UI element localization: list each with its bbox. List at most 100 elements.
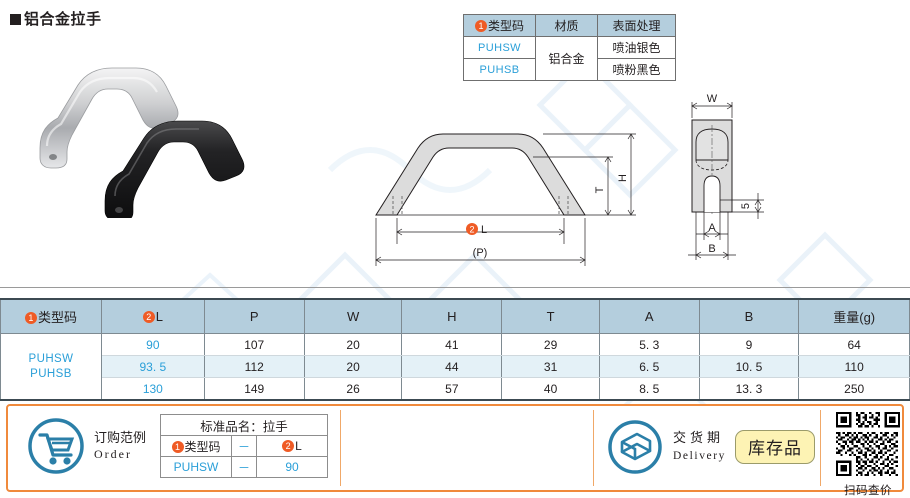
order-example-dash: －: [231, 456, 258, 478]
qr-code-icon: [836, 412, 900, 476]
cell-H: 41: [401, 333, 503, 356]
table-row: PUHSW PUHSB 90 107 20 41 29 5. 3 9 64: [0, 333, 910, 401]
cell-P: 149: [203, 377, 305, 401]
cell-L: 130: [100, 377, 205, 401]
cell-A: 8. 5: [598, 377, 700, 401]
order-example-code: PUHSW: [160, 456, 233, 478]
panel-divider: [820, 410, 821, 486]
table-row: PUHSW 铝合金 喷油银色: [463, 36, 676, 81]
cell-finish-silver: 喷油银色: [597, 36, 676, 59]
dim-label-H: H: [617, 174, 629, 182]
cell-L: 93. 5: [100, 355, 205, 378]
stock-status-badge: 库存品: [735, 430, 816, 464]
header-H: H: [401, 298, 503, 334]
cell-W: 20: [303, 333, 403, 356]
svg-text:2: 2: [469, 225, 474, 235]
side-view-drawing: H T 2 L (P): [375, 133, 636, 266]
header-weight: 重量(g): [798, 298, 910, 334]
cell-weight: 64: [798, 333, 910, 356]
cell-T: 40: [501, 377, 600, 401]
cell-type-codes: PUHSW PUHSB: [0, 333, 102, 401]
table-row: 93. 5 112 20 44 31 6. 5 10. 5 110: [1, 355, 910, 378]
order-label-cn: 订购范例: [94, 430, 147, 445]
table-row: 130 149 26 57 40 8. 5 13. 3 250: [1, 377, 910, 401]
dim-label-B: B: [708, 243, 715, 255]
silver-handle-image: [39, 67, 179, 169]
svg-text:L: L: [481, 224, 487, 236]
product-overview-section: 铝合金拉手: [0, 8, 910, 288]
marker-2-icon: 2: [282, 440, 295, 452]
cell-type-code-puhsb: PUHSB: [463, 58, 536, 81]
header-A: A: [598, 298, 700, 334]
order-table-title: 标准品名：拉手: [160, 414, 329, 436]
header-P: P: [203, 298, 305, 334]
marker-1-icon: 1: [474, 20, 487, 32]
dim-label-T: T: [594, 186, 606, 193]
dim-label-P: (P): [473, 247, 488, 259]
cell-H: 57: [401, 377, 503, 401]
header-B: B: [698, 298, 800, 334]
delivery-label: 交货期 Delivery: [673, 429, 726, 465]
order-example-length: 90: [256, 456, 329, 478]
table-row: PUHSW － 90: [160, 456, 329, 478]
delivery-label-en: Delivery: [673, 450, 727, 462]
header-T: T: [501, 298, 600, 334]
marker-1-icon: 1: [24, 312, 37, 324]
cell-A: 5. 3: [598, 333, 700, 356]
cell-L: 90: [100, 333, 205, 356]
order-label-en: Order: [94, 447, 132, 461]
dim-label-5: 5: [740, 203, 752, 209]
delivery-label-cn: 交货期: [673, 430, 725, 445]
table-row: 标准品名：拉手: [160, 414, 329, 436]
black-handle-image: [104, 120, 245, 218]
panel-divider: [593, 410, 594, 486]
cell-W: 20: [303, 355, 403, 378]
cell-P: 107: [203, 333, 305, 356]
marker-1-icon: 1: [171, 440, 184, 453]
cell-finish-black: 喷粉黑色: [597, 58, 676, 81]
header-surface-finish: 表面处理: [597, 14, 676, 37]
cell-T: 29: [501, 333, 600, 356]
product-photo: [39, 67, 245, 218]
order-label: 订购范例 Order: [94, 429, 146, 463]
cell-material: 铝合金: [535, 36, 598, 81]
cell-H: 44: [401, 355, 503, 378]
type-code-puhsw: PUHSW: [28, 352, 74, 365]
qr-code-block: 扫码查价: [830, 412, 906, 498]
dim-label-A: A: [708, 222, 716, 234]
cell-T: 31: [501, 355, 600, 378]
cell-weight: 250: [798, 377, 910, 401]
page-title: 铝合金拉手: [10, 8, 102, 29]
shopping-cart-icon: [28, 418, 84, 474]
type-code-puhsb: PUHSB: [30, 367, 72, 380]
delivery-block: 交货期 Delivery 库存品: [606, 418, 816, 476]
header-W: W: [303, 298, 403, 334]
cell-B: 10. 5: [698, 355, 800, 378]
cell-B: 13. 3: [698, 377, 800, 401]
dim-label-W: W: [707, 93, 718, 105]
cell-weight: 110: [798, 355, 910, 378]
delivery-box-icon: [608, 420, 662, 474]
end-view-drawing: W 5 A B: [688, 93, 764, 260]
cell-W: 26: [303, 377, 403, 401]
order-header-dash: －: [231, 435, 258, 457]
cell-A: 6. 5: [598, 355, 700, 378]
bullet-square-icon: [10, 14, 21, 25]
header-material: 材质: [535, 14, 598, 37]
cell-P: 112: [203, 355, 305, 378]
cell-B: 9: [698, 333, 800, 356]
panel-divider: [340, 410, 341, 486]
qr-caption: 扫码查价: [844, 485, 892, 497]
